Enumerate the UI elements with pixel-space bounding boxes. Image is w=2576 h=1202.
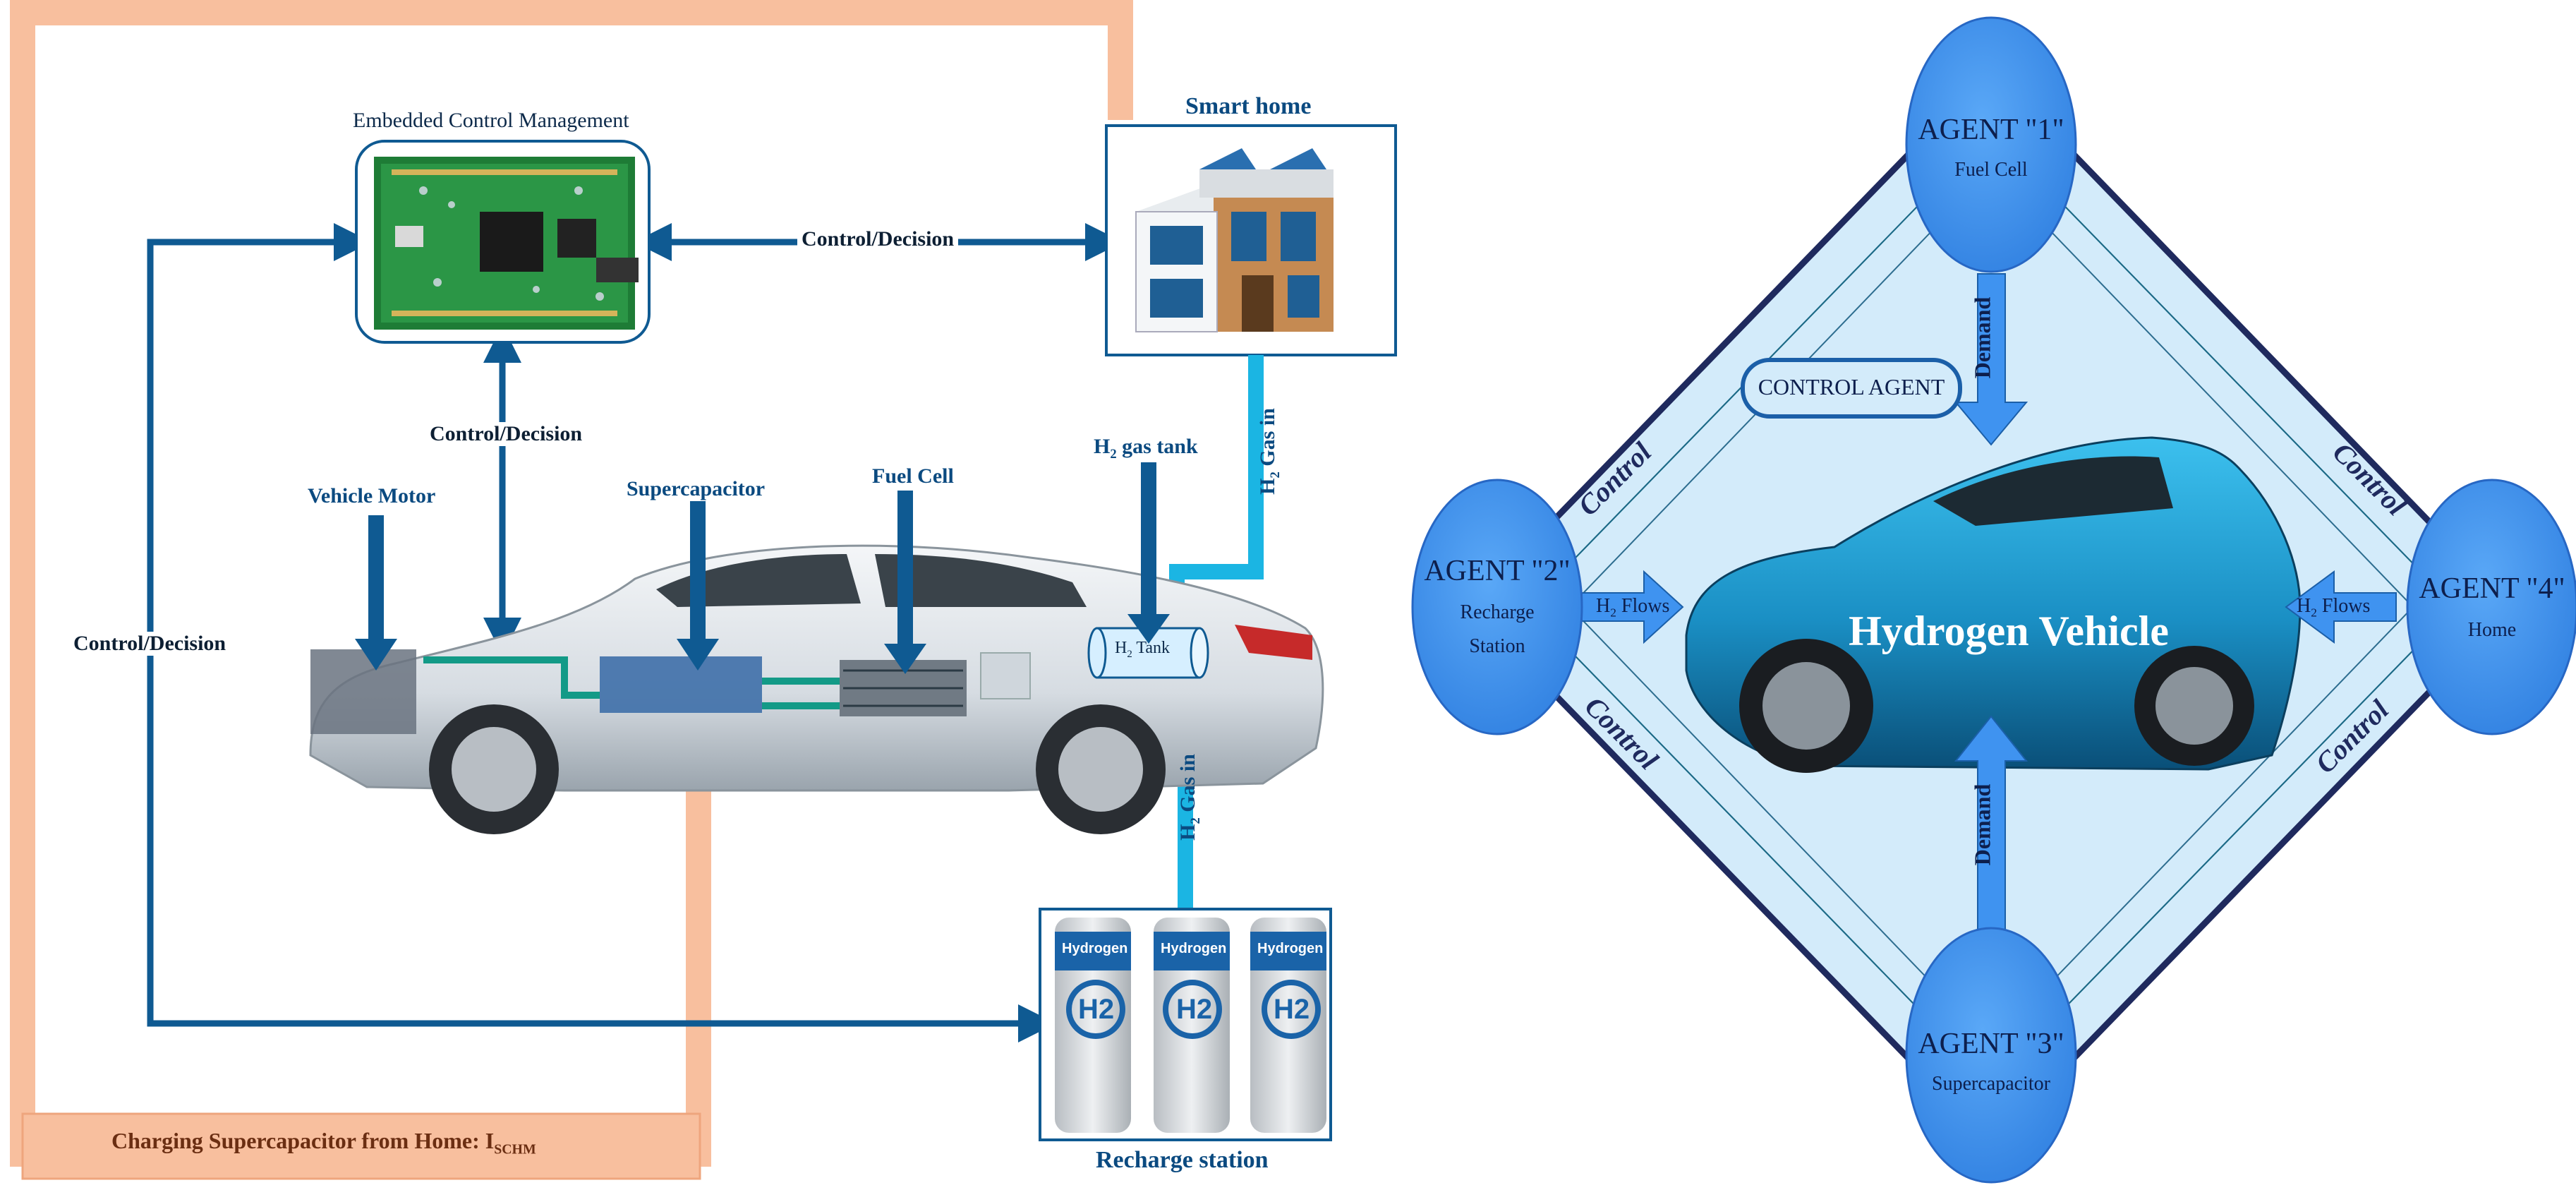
agent-2-title: AGENT "2" — [1424, 555, 1571, 587]
h2-gas-tank-rest: gas tank — [1116, 435, 1198, 458]
h2-flows-left-label: H2 Flows — [1596, 595, 1669, 620]
h2-gas-in-top-label: H2 Gas in — [1256, 408, 1283, 495]
hydrogen-pumps — [1055, 918, 1326, 1133]
h2-tank-label: H2 Tank — [1115, 639, 1170, 661]
charging-text: Charging Supercapacitor from Home: I — [111, 1128, 495, 1153]
embedded-control-title: Embedded Control Management — [353, 109, 629, 132]
demand-top-label: Demand — [1969, 296, 1995, 379]
control-agent-label: CONTROL AGENT — [1758, 374, 1945, 399]
h2-gas-in-top-sub: 2 — [1267, 471, 1283, 479]
h2-gas-in-bottom-sub: 2 — [1187, 817, 1203, 824]
h2-gas-tank-label: H2 gas tank — [1094, 435, 1198, 462]
supercapacitor-label: Supercapacitor — [627, 477, 766, 500]
salmon-frame — [10, 0, 1133, 1167]
h2-gas-tank-h: H — [1094, 435, 1111, 458]
agent-ellipses — [1411, 16, 2576, 1184]
pump-3-h2: H2 — [1274, 994, 1310, 1025]
vehicle-motor-label: Vehicle Motor — [308, 484, 436, 507]
charging-bar — [21, 1112, 701, 1180]
h2-flows-left-h: H — [1596, 595, 1611, 617]
demand-bottom-label: Demand — [1969, 783, 1995, 866]
agent-3-title: AGENT "3" — [1918, 1028, 2064, 1060]
h2-tank-sub: 2 — [1127, 648, 1132, 660]
h2-flows-right-h: H — [2297, 595, 2311, 617]
smart-home-title: Smart home — [1185, 93, 1312, 119]
h2-flows-left-rest: Flows — [1616, 595, 1670, 617]
circuit-board-image — [374, 157, 639, 330]
hydrogen-vehicle-label: Hydrogen Vehicle — [1849, 608, 2169, 654]
h2-gas-in-bottom-rest: Gas in — [1175, 754, 1199, 818]
pump-2-hydrogen: Hydrogen — [1161, 941, 1227, 956]
green-wires — [423, 656, 840, 709]
agent-2-subtitle-line2: Station — [1469, 635, 1525, 657]
h2-gas-in-bottom-label: H2 Gas in — [1176, 754, 1204, 841]
charging-supercapacitor-label: Charging Supercapacitor from Home: ISCHM — [111, 1128, 536, 1158]
h2-gas-tank-sub: 2 — [1110, 447, 1117, 462]
charging-sub: SCHM — [494, 1141, 536, 1158]
pump-1-hydrogen: Hydrogen — [1062, 941, 1128, 956]
demand-arrows — [1581, 273, 2397, 939]
agent-4-subtitle: Home — [2467, 619, 2517, 641]
agent-3-subtitle: Supercapacitor — [1932, 1073, 2050, 1095]
house-image — [1135, 148, 1334, 332]
h2-flows-right-sub: 2 — [2311, 606, 2317, 620]
h2-gas-in-bottom-h: H — [1175, 824, 1199, 841]
h2-flows-right-rest: Flows — [2316, 595, 2371, 617]
h2-tank-rest: Tank — [1132, 639, 1170, 657]
h2-gas-in-top-h: H — [1255, 478, 1279, 495]
hydrogen-car-image — [1685, 436, 2302, 773]
agent-4-title: AGENT "4" — [2419, 572, 2565, 605]
sedan-car-image — [309, 544, 1324, 834]
control-decision-top-label: Control/Decision — [797, 227, 959, 251]
agent-1-title: AGENT "1" — [1918, 114, 2064, 146]
h2-flows-right-label: H2 Flows — [2297, 595, 2370, 620]
fuel-cell-label: Fuel Cell — [872, 464, 954, 488]
agent-1-subtitle: Fuel Cell — [1954, 159, 2028, 181]
pump-3-hydrogen: Hydrogen — [1257, 941, 1324, 956]
agent-2-subtitle-line1: Recharge — [1460, 601, 1535, 623]
h2-flows-left-sub: 2 — [1610, 606, 1616, 620]
pump-1-h2: H2 — [1078, 994, 1115, 1025]
control-decision-left-label: Control/Decision — [71, 632, 229, 656]
h2-tank-h: H — [1115, 639, 1127, 657]
h2-gas-in-top-rest: Gas in — [1255, 408, 1279, 472]
component-arrows — [355, 462, 1170, 674]
pump-2-h2: H2 — [1176, 994, 1213, 1025]
recharge-station-title: Recharge station — [1096, 1147, 1269, 1173]
control-decision-mid-label: Control/Decision — [425, 422, 587, 446]
control-agent-pill — [1741, 358, 1962, 419]
